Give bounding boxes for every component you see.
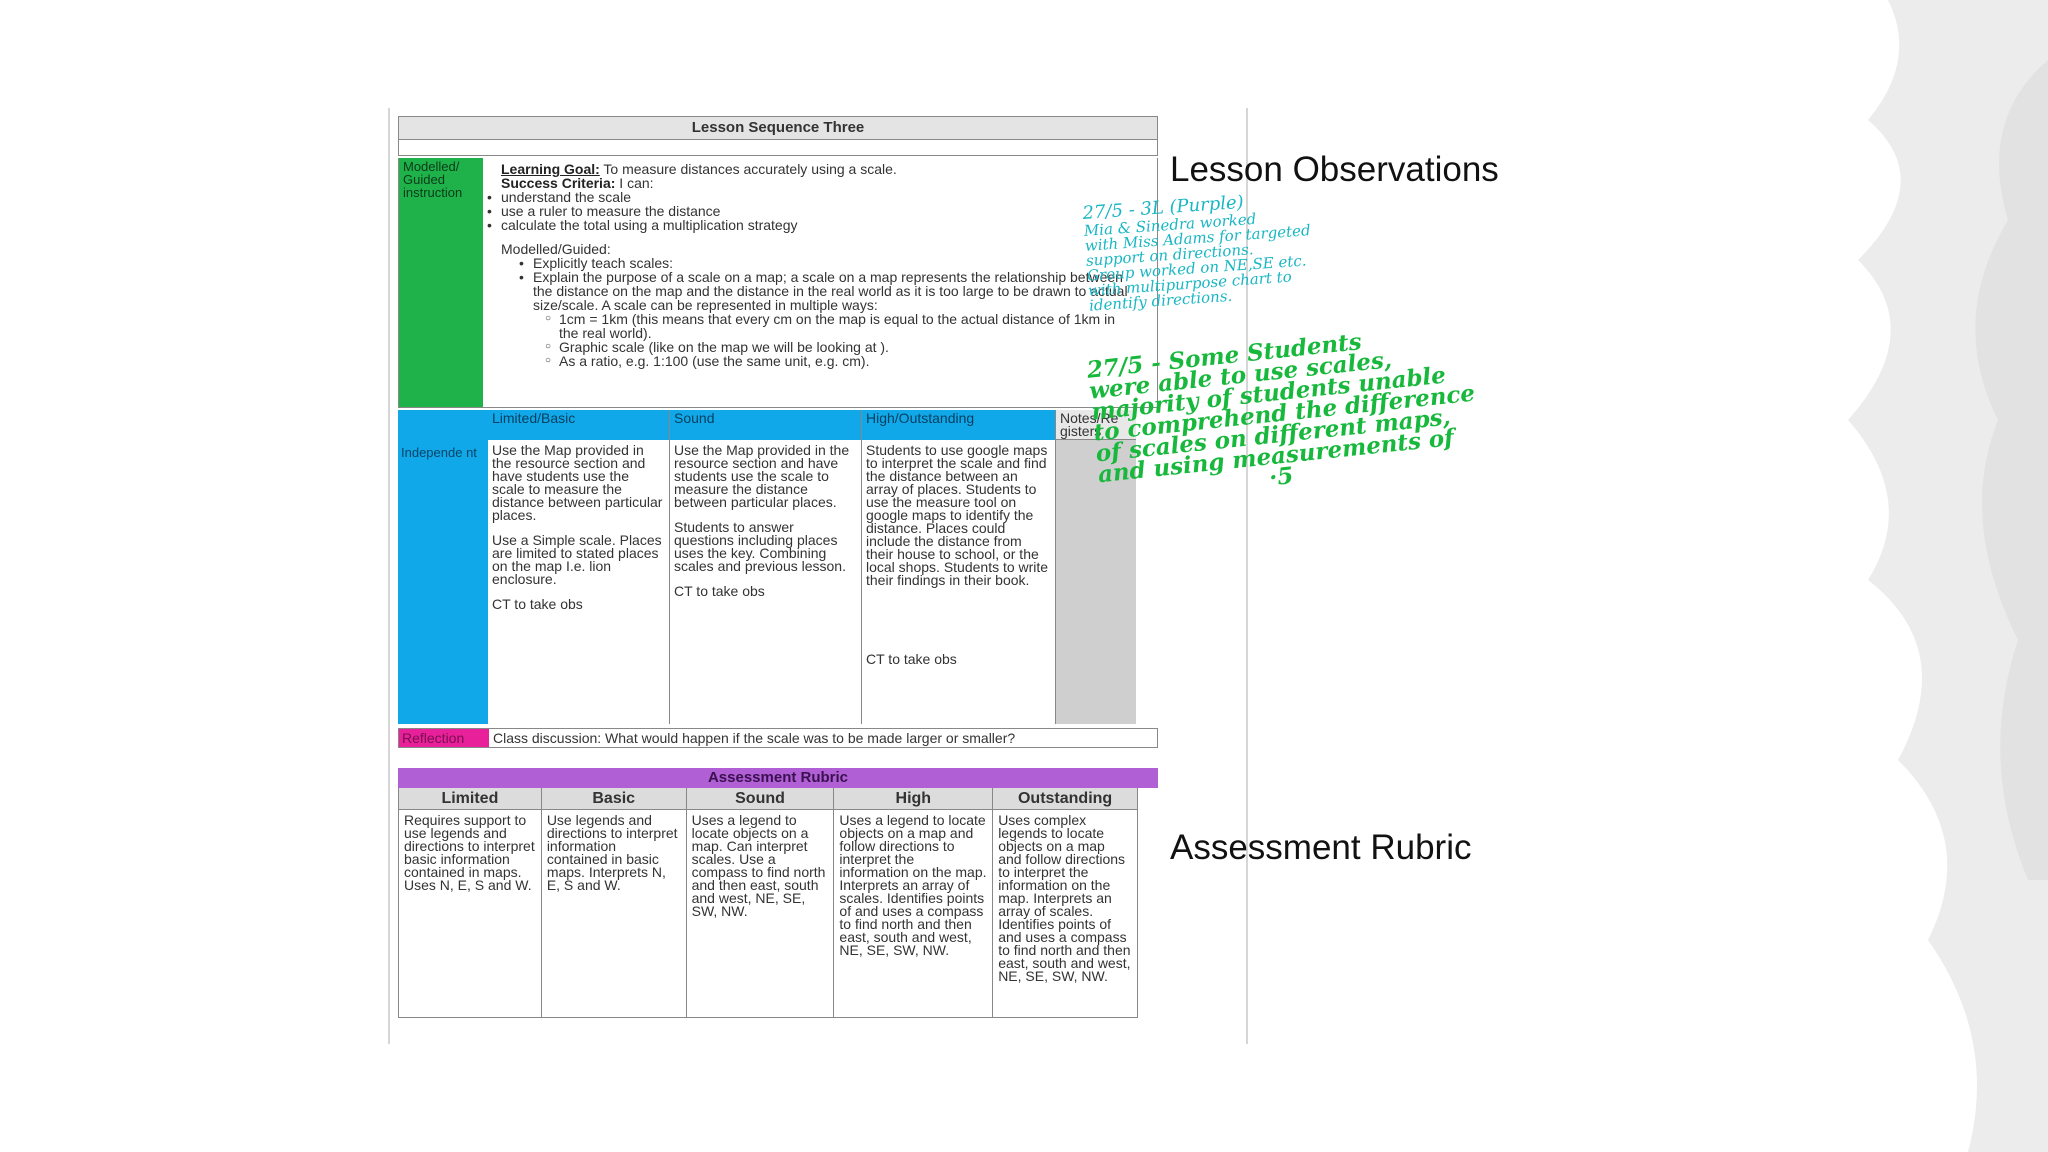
criteria-list: understand the scale use a ruler to meas… — [487, 190, 1139, 232]
column-paragraph: Use a Simple scale. Places are limited t… — [492, 532, 662, 587]
modelled-label: Modelled/ Guided instruction — [399, 158, 483, 407]
rubric-text: Uses a legend to locate objects on a map… — [834, 810, 993, 1018]
rubric-header: Outstanding — [993, 788, 1137, 810]
scale-way-item: Graphic scale (like on the map we will b… — [545, 340, 1139, 354]
column-paragraph: Students to answer questions including p… — [674, 519, 846, 574]
success-criteria: Success Criteria: I can: — [501, 176, 1139, 190]
rubric-column-limited: Limited Requires support to use legends … — [399, 788, 542, 1018]
column-header: High/Outstanding — [862, 410, 1055, 440]
reflection-label: Reflection — [399, 729, 489, 747]
rubric-column-basic: Basic Use legends and directions to inte… — [541, 788, 687, 1018]
handwritten-note-teal: 27/5 - 3L (Purple) Mia & Sinedra worked … — [1082, 188, 1315, 315]
column-paragraph: Students to use google maps to interpret… — [866, 442, 1049, 588]
independent-column-limited: Limited/Basic Use the Map provided in th… — [488, 410, 670, 724]
scale-way-item: 1cm = 1km (this means that every cm on t… — [545, 312, 1125, 340]
criteria-item: use a ruler to measure the distance — [487, 204, 1139, 218]
rubric-text: Uses a legend to locate objects on a map… — [686, 810, 834, 1018]
lesson-sequence-table: Lesson Sequence Three Modelled/ Guided i… — [398, 116, 1158, 748]
rubric-text: Use legends and directions to interpret … — [541, 810, 686, 1018]
rubric-header: High — [834, 788, 993, 810]
rubric-header: Limited — [399, 788, 541, 810]
column-paragraph: CT to take obs — [674, 583, 765, 599]
page-edge-right — [1246, 108, 1248, 1044]
success-criteria-text: I can: — [615, 175, 654, 191]
page-edge-left — [388, 108, 390, 1044]
column-header: Limited/Basic — [488, 410, 669, 440]
scale-ways-list: 1cm = 1km (this means that every cm on t… — [545, 312, 1139, 368]
learning-goal-label: Learning Goal: — [501, 161, 600, 177]
rubric-column-outstanding: Outstanding Uses complex legends to loca… — [993, 788, 1138, 1018]
guided-list: Explicitly teach scales: Explain the pur… — [519, 256, 1139, 312]
notes-column: Notes/Re gisters — [1056, 410, 1136, 724]
criteria-item: calculate the total using a multiplicati… — [487, 218, 1139, 232]
rubric-column-high: High Uses a legend to locate objects on … — [834, 788, 994, 1018]
column-paragraph: Use the Map provided in the resource sec… — [674, 442, 850, 510]
rubric-header: Basic — [541, 788, 686, 810]
guided-item: Explicitly teach scales: — [519, 256, 1139, 270]
reflection-row: Reflection Class discussion: What would … — [398, 728, 1158, 748]
lesson-title-spacer — [398, 140, 1158, 156]
independent-column-high: High/Outstanding Students to use google … — [862, 410, 1056, 724]
success-criteria-label: Success Criteria: — [501, 175, 616, 191]
rubric-text: Requires support to use legends and dire… — [399, 810, 541, 1018]
independent-column-sound: Sound Use the Map provided in the resour… — [670, 410, 862, 724]
modelled-row: Modelled/ Guided instruction Learning Go… — [398, 158, 1158, 408]
criteria-item: understand the scale — [487, 190, 1139, 204]
notes-header: Notes/Re gisters — [1056, 410, 1136, 440]
independent-label-cell: Independe nt — [398, 410, 488, 724]
rubric-grid: Limited Requires support to use legends … — [398, 788, 1138, 1018]
rubric-text: Uses complex legends to locate objects o… — [993, 810, 1137, 1018]
column-paragraph: CT to take obs — [866, 651, 957, 667]
scale-way-item: As a ratio, e.g. 1:100 (use the same uni… — [545, 354, 1139, 368]
rubric-column-sound: Sound Uses a legend to locate objects on… — [686, 788, 835, 1018]
modelled-content: Learning Goal: To measure distances accu… — [483, 158, 1157, 407]
rubric-title: Assessment Rubric — [398, 768, 1158, 788]
reflection-text: Class discussion: What would happen if t… — [493, 730, 1016, 746]
lesson-title: Lesson Sequence Three — [398, 116, 1158, 140]
caption-lesson-observations: Lesson Observations — [1170, 150, 1499, 189]
column-paragraph: Use the Map provided in the resource sec… — [492, 442, 663, 523]
column-paragraph: CT to take obs — [492, 596, 583, 612]
guided-heading: Modelled/Guided: — [501, 241, 611, 257]
guided-item: Explain the purpose of a scale on a map;… — [519, 270, 1139, 312]
learning-goal-text: To measure distances accurately using a … — [599, 161, 897, 177]
assessment-rubric-table: Assessment Rubric Limited Requires suppo… — [398, 768, 1158, 1018]
independent-row: Independe nt Limited/Basic Use the Map p… — [398, 410, 1158, 724]
brush-texture-decoration — [1848, 0, 2048, 1152]
learning-goal: Learning Goal: To measure distances accu… — [501, 162, 1139, 176]
caption-assessment-rubric: Assessment Rubric — [1170, 828, 1472, 867]
rubric-header: Sound — [686, 788, 834, 810]
independent-label: Independe nt — [401, 445, 477, 460]
column-header: Sound — [670, 410, 861, 440]
